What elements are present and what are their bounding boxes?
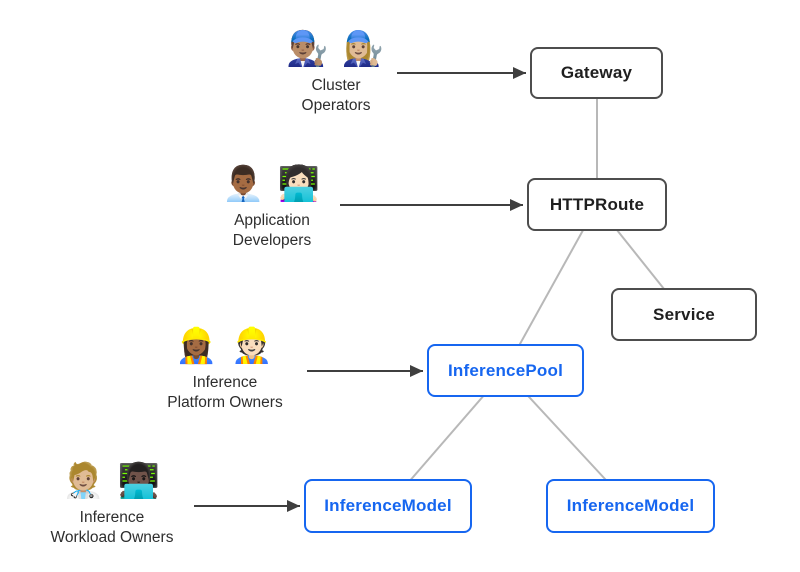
actor-inference-platform-owners: 👷🏾‍♀️ 👷🏻 Inference Platform Owners [130, 325, 320, 413]
inference-platform-owners-emoji-icon: 👷🏾‍♀️ 👷🏻 [174, 327, 276, 365]
node-inference-pool: InferencePool [427, 344, 584, 397]
edge-httproute-inferencepool [504, 204, 598, 372]
actor-label: Workload Owners [50, 528, 174, 546]
cluster-operators-emoji-icon: 👨🏽‍🔧 👩🏼‍🔧 [285, 30, 387, 68]
inference-workload-owners-emoji-icon: 🧑🏼‍⚕️ 👨🏿‍💻 [61, 462, 163, 500]
actor-label: Cluster [311, 76, 361, 94]
node-inference-pool-label: InferencePool [447, 360, 564, 380]
node-gateway: Gateway [530, 47, 663, 99]
application-developers-emoji-icon: 👨🏾‍💼 👩🏻‍💻 [221, 165, 323, 203]
actor-label: Operators [301, 96, 371, 114]
actor-cluster-operators: 👨🏽‍🔧 👩🏼‍🔧 Cluster Operators [241, 28, 431, 116]
node-inference-model-right-label: InferenceModel [566, 496, 695, 515]
actor-label: Developers [232, 231, 312, 249]
node-service-label: Service [653, 304, 715, 324]
node-service: Service [611, 288, 757, 341]
node-gateway-label: Gateway [560, 63, 633, 82]
actor-inference-workload-owners: 🧑🏼‍⚕️ 👨🏿‍💻 Inference Workload Owners [17, 460, 207, 548]
actor-label: Application [234, 211, 310, 229]
actor-application-developers: 👨🏾‍💼 👩🏻‍💻 Application Developers [177, 163, 367, 251]
actor-label: Inference [192, 373, 258, 391]
node-httproute: HTTPRoute [527, 178, 667, 231]
node-httproute-label: HTTPRoute [549, 194, 645, 214]
actor-label: Inference [79, 508, 145, 526]
actor-label: Platform Owners [167, 393, 283, 411]
node-inference-model-left-label: InferenceModel [324, 496, 452, 515]
node-inference-model-left: InferenceModel [304, 479, 472, 533]
node-inference-model-right: InferenceModel [546, 479, 715, 533]
